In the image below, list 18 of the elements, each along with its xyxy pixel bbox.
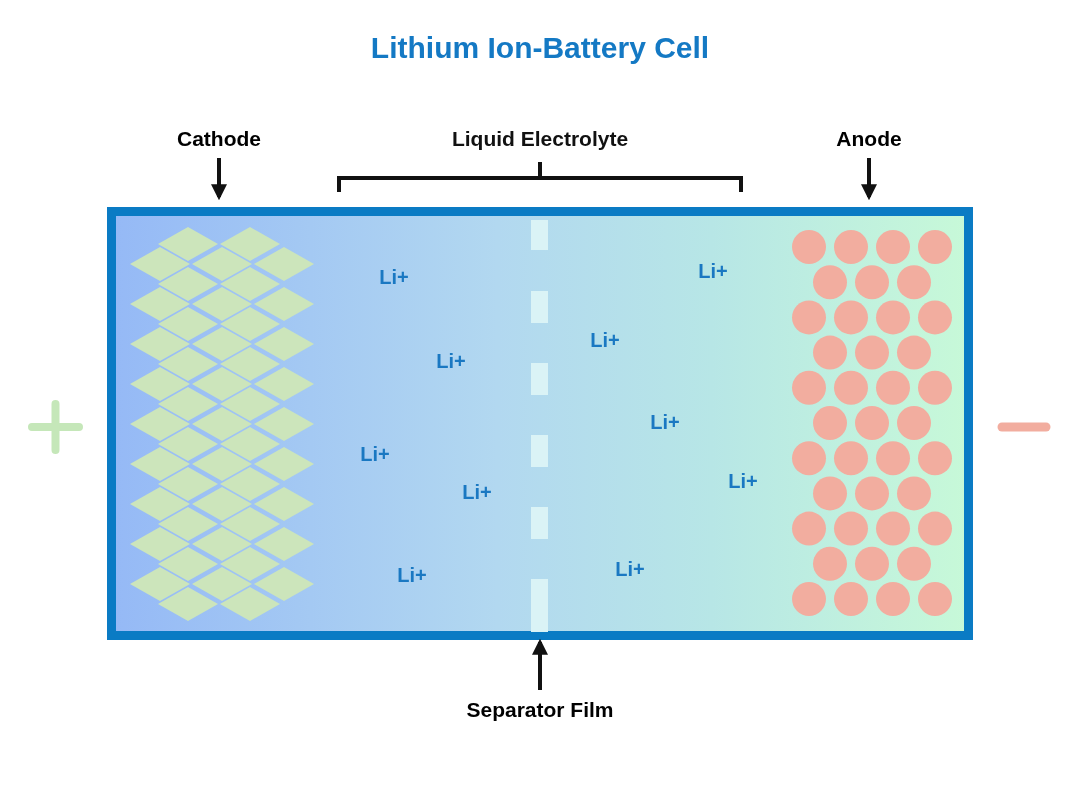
- ion-label: Li+: [590, 328, 620, 352]
- arrow: [532, 638, 548, 690]
- arrow: [211, 158, 227, 201]
- ion-label: Li+: [698, 259, 728, 283]
- ion-label: Li+: [462, 480, 492, 504]
- title: Lithium Ion-Battery Cell: [370, 31, 710, 65]
- ion-label: Li+: [728, 469, 758, 493]
- ion-label: Li+: [360, 442, 390, 466]
- ion-label: Li+: [379, 265, 409, 289]
- ion-label: Li+: [436, 349, 466, 373]
- ion-label: Li+: [615, 557, 645, 581]
- ion-label: Li+: [397, 563, 427, 587]
- part-label: Cathode: [176, 126, 262, 152]
- part-label: Anode: [835, 126, 903, 152]
- ion-label: Li+: [650, 410, 680, 434]
- part-label: Separator Film: [465, 697, 615, 723]
- arrow: [861, 158, 877, 201]
- region-label: Liquid Electrolyte: [451, 127, 629, 151]
